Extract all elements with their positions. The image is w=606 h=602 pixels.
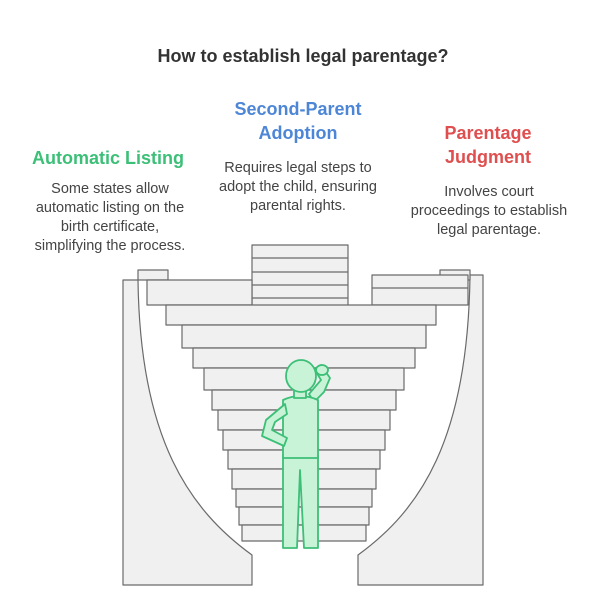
second-parent-adoption-heading: Second-Parent Adoption [212,97,384,145]
description-line: Requires legal steps to [224,160,372,176]
person-head [285,359,317,393]
description-line: Some states allow [51,181,169,197]
left-top-step [137,269,169,281]
heading-line: Second-Parent [234,99,362,119]
person-torso [282,395,319,459]
automatic-listing-heading: Automatic Listing [18,146,198,170]
left-wall [122,279,253,586]
right-wall [357,274,484,586]
description-line: birth certificate, [60,219,160,235]
heading-line: Automatic Listing [32,148,184,168]
parentage-judgment-description: Involves court proceedings to establish … [403,183,575,240]
heading-line: Parentage [444,123,532,143]
automatic-listing-description: Some states allow automatic listing on t… [22,180,198,256]
person-hand [315,364,329,376]
person-hand-on-hip-arm [261,403,288,447]
description-line: simplifying the process. [34,238,186,254]
second-parent-adoption-description: Requires legal steps to adopt the child,… [210,159,386,216]
parentage-judgment-heading: Parentage Judgment [400,121,576,169]
description-line: Involves court [444,184,534,200]
person-legs [282,454,319,549]
stair [165,304,437,326]
description-line: adopt the child, ensuring [219,179,377,195]
stair [181,324,427,349]
description-line: automatic listing on the [35,200,185,216]
left-step [146,279,253,306]
description-line: legal parentage. [437,222,541,238]
description-line: proceedings to establish [410,203,568,219]
diagram-title: How to establish legal parentage? [157,46,449,66]
description-line: parental rights. [250,198,346,214]
heading-line: Judgment [444,147,531,167]
right-step [371,274,469,306]
heading-line: Adoption [258,123,338,143]
